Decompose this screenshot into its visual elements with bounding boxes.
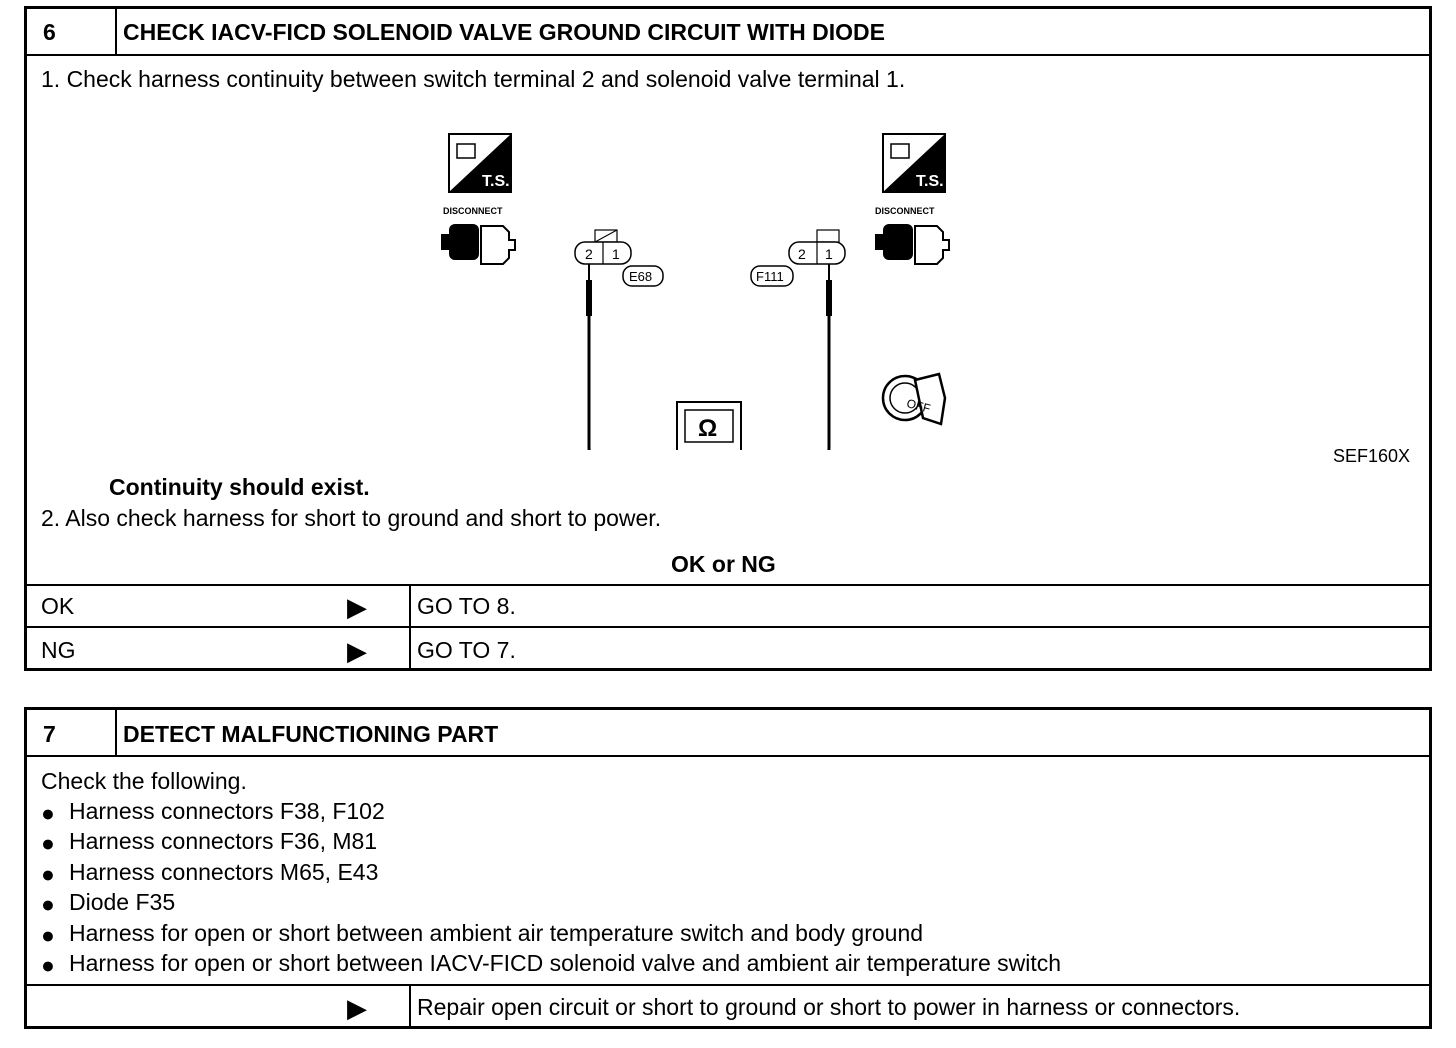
check-intro: Check the following.: [41, 768, 247, 794]
step-7-body: Check the following. ●Harness connectors…: [27, 757, 1429, 986]
step-title: CHECK IACV-FICD SOLENOID VALVE GROUND CI…: [123, 19, 885, 45]
figure-code: SEF160X: [1333, 446, 1411, 466]
connector-tag-f111: F111: [750, 265, 794, 287]
instruction-1: 1. Check harness continuity between swit…: [41, 66, 906, 92]
right-pin-1: 1: [825, 246, 833, 262]
result-label: NG: [41, 637, 76, 663]
result-row-ok: OK ▶ GO TO 8.: [27, 584, 1429, 628]
action-row: ▶ Repair open circuit or short to ground…: [27, 984, 1429, 1026]
connector-left: 2 1: [574, 229, 632, 265]
left-connector-label: E68: [629, 269, 652, 284]
bullet-icon: ●: [41, 830, 55, 856]
result-row-ng: NG ▶ GO TO 7.: [27, 628, 1429, 668]
bullet-icon: ●: [41, 922, 55, 948]
spec-text: Continuity should exist.: [109, 474, 370, 500]
result-label: OK: [41, 593, 75, 619]
bullet-icon: ●: [41, 952, 55, 978]
step-6-header: 6 CHECK IACV-FICD SOLENOID VALVE GROUND …: [27, 9, 1429, 56]
step-number: 7: [43, 721, 56, 747]
step-number: 6: [43, 19, 56, 45]
probe-wires: [586, 264, 832, 450]
bullet-icon: ●: [41, 800, 55, 826]
step-6-body: 1. Check harness continuity between swit…: [27, 56, 1429, 586]
ts-icon-left: T.S.: [448, 133, 512, 193]
result-action: GO TO 8.: [417, 593, 516, 619]
ok-or-ng-header: OK or NG: [671, 551, 776, 577]
step-6-box: 6 CHECK IACV-FICD SOLENOID VALVE GROUND …: [24, 6, 1432, 671]
arrow-icon: ▶: [347, 993, 367, 1023]
left-pin-1: 1: [612, 246, 620, 262]
step-7-box: 7 DETECT MALFUNCTIONING PART Check the f…: [24, 707, 1432, 1029]
connector-tag-e68: E68: [622, 265, 664, 287]
bullet-icon: ●: [41, 891, 55, 917]
ohm-symbol: Ω: [698, 415, 717, 442]
arrow-icon: ▶: [347, 636, 367, 666]
right-pin-2: 2: [798, 246, 806, 262]
disconnect-icon-right: [875, 224, 950, 265]
step-title: DETECT MALFUNCTIONING PART: [123, 721, 499, 747]
ignition-key-off-icon: OFF: [881, 372, 947, 426]
disconnect-icon-left: [441, 224, 516, 265]
step-7-header: 7 DETECT MALFUNCTIONING PART: [27, 710, 1429, 757]
ts-icon-right: T.S.: [882, 133, 946, 193]
ts-label-right: T.S.: [916, 173, 944, 190]
right-connector-label: F111: [756, 269, 784, 284]
disconnect-label-right: DISCONNECT: [875, 206, 935, 216]
left-pin-2: 2: [585, 246, 593, 262]
result-action: GO TO 7.: [417, 637, 516, 663]
continuity-diagram: T.S. DISCONNECT 2 1 E68: [441, 133, 950, 450]
connector-right: 2 1: [788, 229, 846, 265]
arrow-icon: ▶: [347, 592, 367, 622]
repair-action: Repair open circuit or short to ground o…: [417, 994, 1241, 1020]
disconnect-label-left: DISCONNECT: [443, 206, 503, 216]
bullet-icon: ●: [41, 861, 55, 887]
ohmmeter: Ω ⊕ ⊖: [676, 401, 742, 450]
ts-label-left: T.S.: [482, 173, 510, 190]
instruction-2: 2. Also check harness for short to groun…: [41, 505, 662, 531]
key-off-label: OFF: [905, 396, 932, 416]
